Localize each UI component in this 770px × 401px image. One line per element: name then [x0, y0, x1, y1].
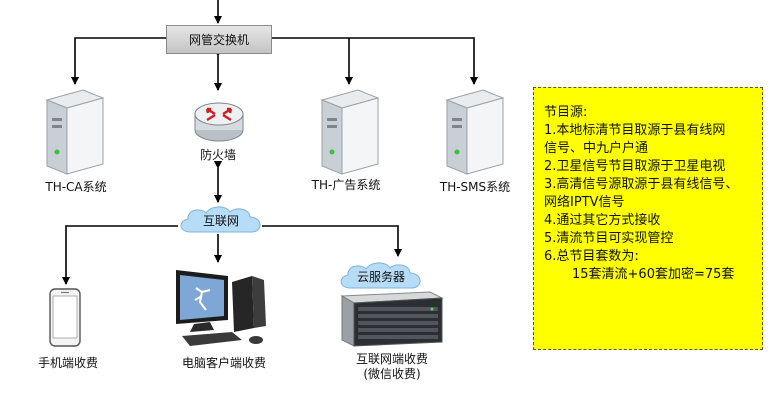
- firewall-label: 防火墙: [199, 148, 236, 162]
- cloud-server-label: 云服务器: [356, 269, 405, 284]
- sms-system-label: TH-SMS系统: [439, 180, 511, 194]
- switch-to-ca-arrow: [71, 37, 166, 85]
- sms-server-icon: [445, 89, 505, 175]
- ad-server-icon: [320, 89, 380, 175]
- network-switch: 网管交换机: [166, 25, 272, 54]
- mobile-label: 手机端收费: [37, 356, 98, 370]
- web-billing-line2: (微信收费): [363, 367, 421, 381]
- firewall-icon: [194, 102, 244, 142]
- desktop-pc-icon: [176, 270, 266, 346]
- internet-to-mobile-arrow: [62, 225, 178, 285]
- web-billing-label: 互联网端收费 (微信收费): [338, 352, 446, 382]
- note-line: 5.清流节目可实现管控: [544, 231, 674, 246]
- note-line-total: 15套清流+60套加密=75套: [572, 267, 735, 282]
- mobile-phone-icon: [49, 288, 81, 347]
- internet-cloud: 互联网: [176, 204, 266, 236]
- note-line: 4.通过其它方式接收: [544, 213, 661, 228]
- cloud-server-cloud: 云服务器: [336, 260, 426, 292]
- note-line: 网络IPTV信号: [544, 195, 625, 210]
- ca-system-label: TH-CA系统: [45, 180, 107, 194]
- note-line: 2.卫星信号节目取源于卫星电视: [544, 159, 726, 174]
- switch-label: 网管交换机: [188, 33, 249, 47]
- switch-to-sms-arrow: [270, 37, 478, 85]
- rack-server-icon: [340, 291, 444, 347]
- ca-server-icon: [45, 89, 105, 175]
- note-line: 信号、中九户户通: [544, 141, 649, 156]
- program-source-note: 节目源: 1.本地标清节目取源于县有线网 信号、中九户户通 2.卫星信号节目取源…: [533, 87, 763, 350]
- internet-label: 互联网: [202, 213, 239, 228]
- pc-client-label: 电脑客户端收费: [181, 356, 266, 370]
- cloud-icon: [180, 206, 261, 233]
- note-title: 节目源:: [544, 105, 588, 120]
- note-line: 6.总节目套数为:: [544, 249, 639, 264]
- note-line: 3.高清信号源取源于县有线信号、: [544, 177, 739, 192]
- web-billing-line1: 互联网端收费: [355, 352, 428, 366]
- internet-to-cloud-arrow: [262, 225, 402, 257]
- ad-system-label: TH-广告系统: [311, 178, 381, 192]
- cloud-icon: [340, 262, 421, 289]
- note-line: 1.本地标清节目取源于县有线网: [544, 123, 726, 138]
